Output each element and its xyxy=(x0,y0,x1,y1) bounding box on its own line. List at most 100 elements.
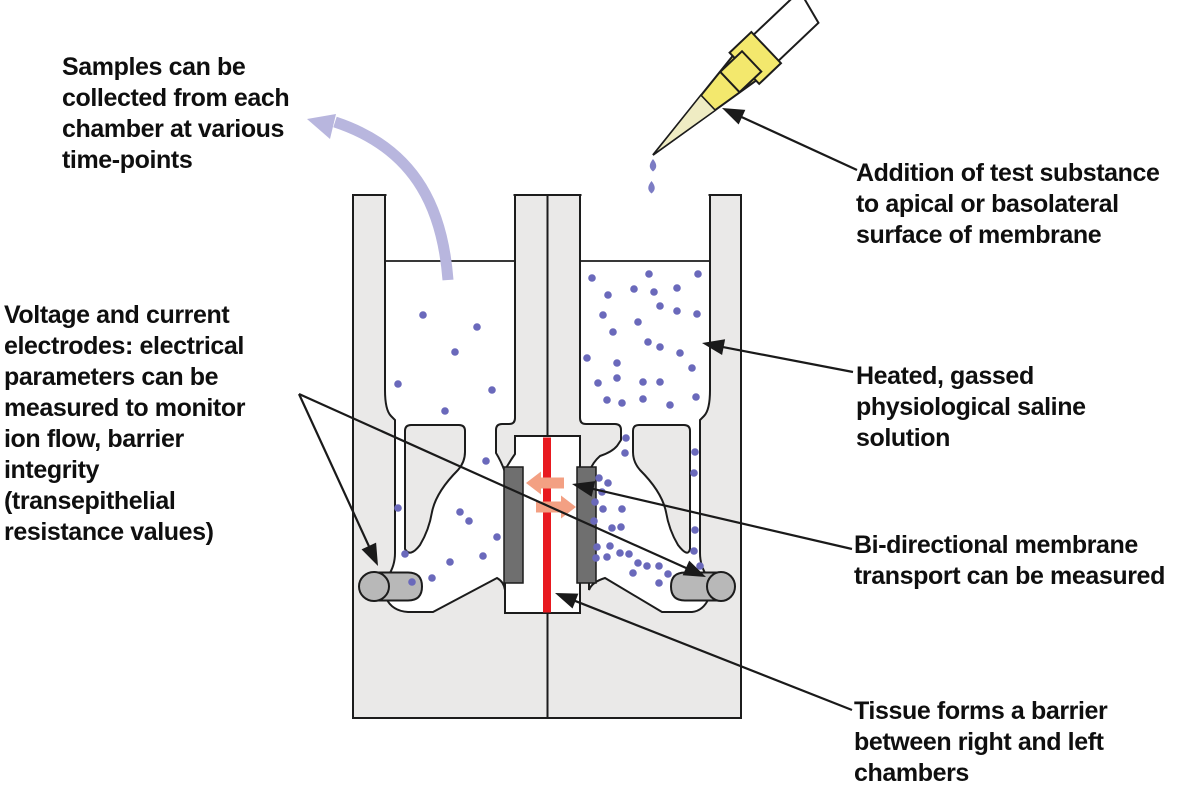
label-samples: Samples can be collected from each chamb… xyxy=(62,53,290,174)
right-chamber-fluid-path xyxy=(579,194,712,613)
saline-dot xyxy=(639,378,647,386)
left-chamber-fluid-path xyxy=(383,194,516,613)
saline-dot xyxy=(591,498,599,506)
saline-dot xyxy=(690,547,698,555)
saline-dot xyxy=(595,474,603,482)
saline-dot xyxy=(694,270,702,278)
saline-dot xyxy=(613,359,621,367)
saline-dot xyxy=(673,307,681,315)
saline-dot xyxy=(656,302,664,310)
saline-dot xyxy=(599,505,607,513)
saline-dot xyxy=(693,310,701,318)
saline-dot xyxy=(465,517,473,525)
saline-dot xyxy=(446,558,454,566)
saline-dot xyxy=(622,434,630,442)
saline-dot xyxy=(428,574,436,582)
saline-dot xyxy=(644,338,652,346)
saline-dot xyxy=(401,550,409,558)
saline-dot xyxy=(691,526,699,534)
saline-dot xyxy=(690,469,698,477)
saline-dot xyxy=(599,311,607,319)
label-voltage: Voltage and current electrodes: electric… xyxy=(4,301,246,546)
saline-dot xyxy=(604,291,612,299)
saline-dot xyxy=(673,284,681,292)
saline-dot xyxy=(588,274,596,282)
saline-dot xyxy=(609,328,617,336)
right-chamber-mouth xyxy=(581,189,709,197)
left-membrane-clamp xyxy=(503,466,524,584)
transport-arrow-right-icon xyxy=(536,495,576,519)
saline-dot xyxy=(479,552,487,560)
saline-dot xyxy=(593,543,601,551)
saline-dot xyxy=(621,449,629,457)
drop-icon xyxy=(649,159,657,172)
saline-dot xyxy=(583,354,591,362)
saline-dot xyxy=(692,393,700,401)
left-chamber-mouth xyxy=(386,189,514,197)
saline-dot xyxy=(645,270,653,278)
saline-dot xyxy=(604,479,612,487)
annotation-arrow-voltage-to-right-electrode xyxy=(298,392,706,577)
saline-dot xyxy=(655,562,663,570)
saline-dot xyxy=(616,549,624,557)
saline-dot xyxy=(606,542,614,550)
saline-dot xyxy=(419,311,427,319)
annotation-arrow-tissue-to-red-line xyxy=(555,593,853,712)
saline-dots xyxy=(394,270,704,587)
sample-collection-arrow-icon xyxy=(307,114,454,281)
test-substance-drops xyxy=(648,159,657,194)
saline-dot xyxy=(482,457,490,465)
saline-dot xyxy=(666,401,674,409)
saline-dot xyxy=(691,448,699,456)
saline-dot xyxy=(650,288,658,296)
pipette-icon xyxy=(652,0,820,156)
saline-dot xyxy=(493,533,501,541)
label-tissue: Tissue forms a barrier between right and… xyxy=(854,697,1108,787)
saline-dot xyxy=(656,343,664,351)
saline-dot xyxy=(456,508,464,516)
saline-dot xyxy=(629,569,637,577)
saline-dot xyxy=(473,323,481,331)
left-electrode xyxy=(358,571,424,602)
saline-dot xyxy=(594,379,602,387)
saline-dot xyxy=(613,374,621,382)
label-bidirectional: Bi-directional membrane transport can be… xyxy=(854,531,1165,590)
drop-icon xyxy=(648,181,655,194)
saline-dot xyxy=(655,579,663,587)
annotation-arrow-addition-to-pipette xyxy=(722,108,858,171)
saline-dot xyxy=(592,554,600,562)
annotation-arrow-heated-to-right-chamber xyxy=(702,339,854,374)
saline-dot xyxy=(656,378,664,386)
saline-dot xyxy=(603,396,611,404)
saline-dot xyxy=(688,364,696,372)
saline-dot xyxy=(696,562,704,570)
saline-dot xyxy=(394,504,402,512)
saline-dot xyxy=(634,318,642,326)
saline-dot xyxy=(617,523,625,531)
saline-dot xyxy=(488,386,496,394)
annotation-arrow-bidirectional-to-membrane xyxy=(572,481,853,551)
saline-dot xyxy=(639,395,647,403)
saline-dot xyxy=(643,562,651,570)
tissue-membrane-red-line xyxy=(543,437,551,613)
label-addition: Addition of test substance to apical or … xyxy=(856,159,1160,249)
saline-dot xyxy=(590,517,598,525)
saline-dot xyxy=(618,505,626,513)
annotation-arrow-voltage-to-left-electrode xyxy=(298,393,378,566)
saline-dot xyxy=(603,553,611,561)
annotation-arrows xyxy=(298,108,858,712)
saline-dot xyxy=(625,550,633,558)
saline-dot xyxy=(676,349,684,357)
label-heated: Heated, gassed physiological saline solu… xyxy=(856,362,1086,452)
saline-dot xyxy=(408,578,416,586)
saline-dot xyxy=(608,524,616,532)
right-electrode xyxy=(669,571,736,602)
saline-dot xyxy=(634,559,642,567)
saline-dot xyxy=(451,348,459,356)
saline-dot xyxy=(618,399,626,407)
saline-dot xyxy=(664,570,672,578)
saline-dot xyxy=(394,380,402,388)
saline-dot xyxy=(441,407,449,415)
